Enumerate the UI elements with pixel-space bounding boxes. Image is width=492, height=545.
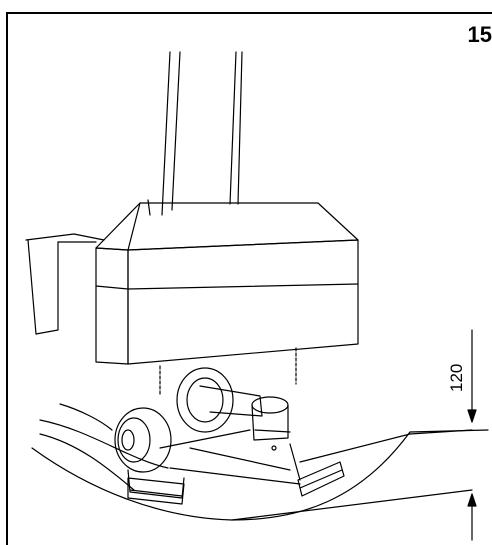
main-housing bbox=[96, 203, 358, 364]
cutter-frame bbox=[160, 430, 300, 484]
figure-frame bbox=[6, 12, 492, 545]
stems bbox=[160, 348, 296, 396]
side-bracket bbox=[26, 234, 104, 334]
right-foot bbox=[290, 444, 344, 496]
figure-number: 15 bbox=[467, 22, 492, 47]
ground-lines bbox=[32, 404, 472, 520]
dimension-label: 120 bbox=[447, 364, 466, 392]
mast bbox=[148, 52, 242, 215]
left-foot bbox=[128, 478, 184, 504]
dimension bbox=[410, 330, 488, 540]
pivot-arm bbox=[177, 368, 290, 450]
